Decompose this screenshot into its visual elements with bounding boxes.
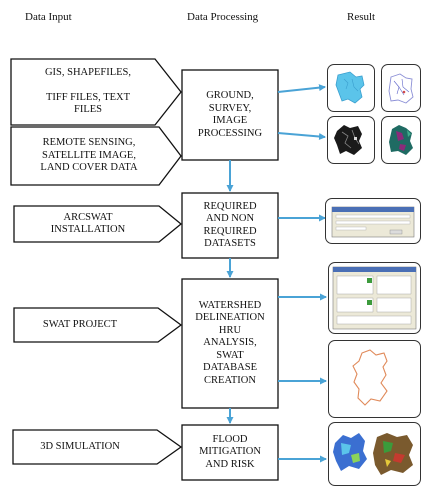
header-data-input: Data Input — [25, 11, 72, 23]
land-cover-map-icon — [389, 125, 413, 155]
process-label-watershed: WATERSHED DELINEATION HRU ANALYSIS, SWAT… — [195, 299, 265, 386]
result-thumb-blue-map — [327, 64, 375, 112]
process-box-flood — [181, 424, 279, 481]
input-label-arcswat: ARCSWAT INSTALLATION — [50, 211, 126, 236]
result-thumb-dark-map — [327, 116, 375, 164]
process-label-datasets: REQUIRED AND NON REQUIRED DATASETS — [203, 200, 257, 250]
software-window-icon — [331, 206, 415, 238]
flood-risk-map-icon — [333, 433, 413, 475]
input-label-tiff: TIFF FILES, TEXT FILES — [45, 91, 131, 116]
input-label-simulation: 3D SIMULATION — [40, 440, 120, 452]
result-thumb-arcswat-window — [325, 198, 421, 244]
input-label-swat-project: SWAT PROJECT — [42, 318, 118, 330]
watershed-blue-map-icon — [335, 71, 365, 104]
result-thumb-swat-dialog — [328, 262, 421, 334]
watershed-boundary-outline-icon — [352, 349, 388, 406]
header-result: Result — [347, 11, 376, 23]
header-data-processing: Data Processing — [187, 11, 259, 23]
result-thumb-watershed-boundary — [328, 340, 421, 418]
process-box-watershed — [181, 278, 279, 409]
process-label-flood: FLOOD MITIGATION AND RISK — [199, 433, 261, 470]
watershed-delineation-dialog-icon — [332, 266, 417, 330]
input-shape-simulation — [12, 429, 183, 465]
result-thumb-outline-map — [381, 64, 421, 112]
input-shape-remote — [10, 126, 182, 186]
input-shape-swat-project — [13, 307, 183, 343]
stream-network-map-icon — [388, 73, 414, 104]
arrow-ground-result-1 — [277, 84, 326, 93]
process-box-datasets — [181, 192, 279, 259]
input-shape-gis-tiff — [10, 58, 182, 126]
result-thumb-landcover-map — [381, 116, 421, 164]
process-box-ground — [181, 69, 279, 161]
input-label-remote: REMOTE SENSING, SATELLITE IMAGE, LAND CO… — [40, 137, 138, 174]
process-label-ground: GROUND, SURVEY, IMAGE PROCESSING — [197, 90, 263, 139]
arrow-ground-result-2 — [277, 132, 326, 140]
result-thumb-flood-map — [328, 422, 421, 486]
input-shape-arcswat — [13, 205, 183, 243]
dem-dark-map-icon — [334, 125, 362, 155]
input-label-gis: GIS, SHAPEFILES, — [44, 66, 132, 78]
